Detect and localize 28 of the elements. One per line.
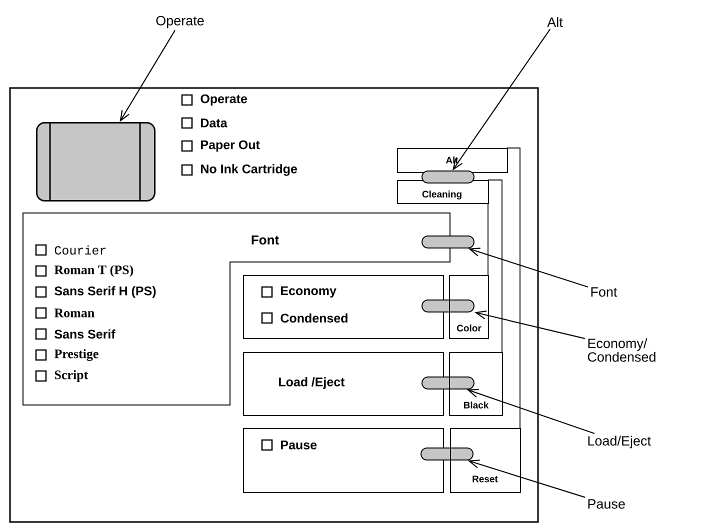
- push-button: [422, 236, 474, 248]
- callout-label: Pause: [588, 499, 625, 509]
- indicator-label: No Ink Cartridge: [201, 164, 297, 176]
- leader-arrow: [468, 248, 588, 288]
- key-panel: Load /Eject: [243, 352, 444, 416]
- leader-arrow: [120, 30, 176, 122]
- indicator-label: Data: [201, 118, 228, 128]
- key-panel: Reset: [450, 428, 521, 493]
- push-button: [422, 376, 474, 390]
- push-button: [422, 170, 474, 184]
- key-panel: Economy Condensed: [243, 275, 444, 339]
- push-button: [422, 300, 474, 312]
- leader-arrow: [474, 310, 586, 340]
- callout-label: Economy/ Condensed: [588, 338, 656, 362]
- key-panel: Black: [449, 352, 503, 416]
- callout-label: Load/Eject: [588, 436, 651, 448]
- indicator-label: Paper Out: [201, 140, 260, 152]
- leader-arrow: [468, 460, 586, 498]
- callout-label: Operate: [156, 16, 204, 28]
- key-panel: Pause: [243, 428, 444, 493]
- key-panel: Color: [449, 275, 489, 339]
- indicator-label: Operate: [200, 94, 248, 106]
- callout-label: Font: [591, 287, 618, 297]
- leader-arrow: [466, 388, 595, 434]
- operate-button: [36, 122, 156, 202]
- push-button: [420, 448, 474, 460]
- callout-label: Alt: [547, 17, 563, 27]
- leader-arrow: [452, 28, 551, 170]
